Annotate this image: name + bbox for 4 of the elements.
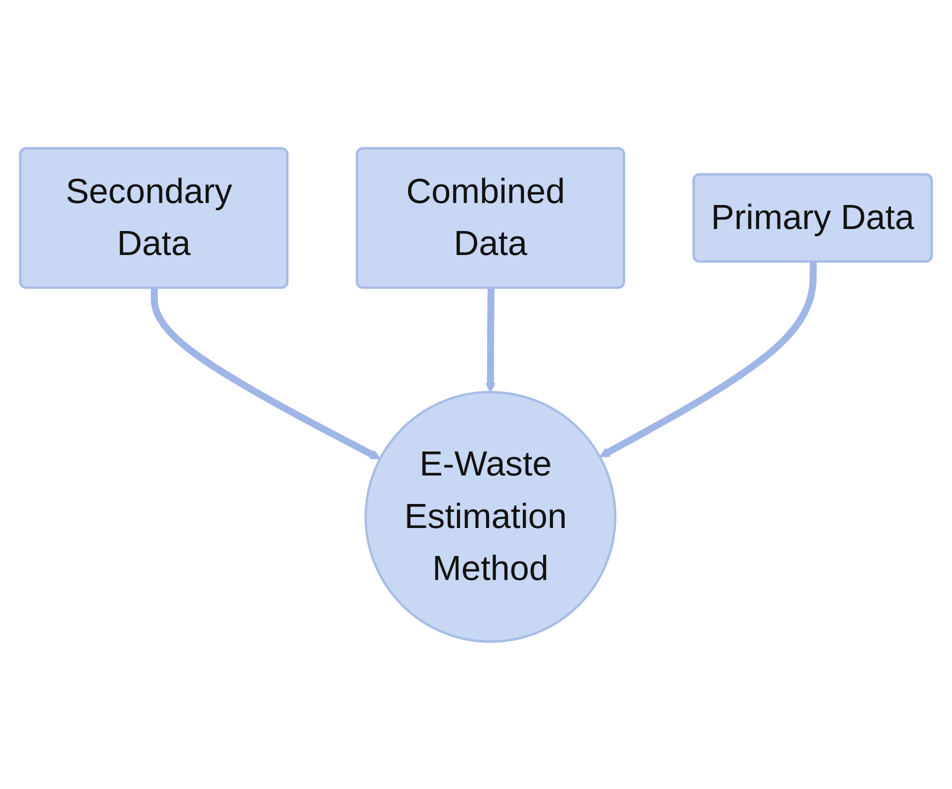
node-circle: E-Waste Estimation Method bbox=[364, 390, 616, 642]
arrow bbox=[150, 288, 380, 460]
arrow bbox=[485, 288, 496, 392]
arrow bbox=[599, 262, 817, 458]
